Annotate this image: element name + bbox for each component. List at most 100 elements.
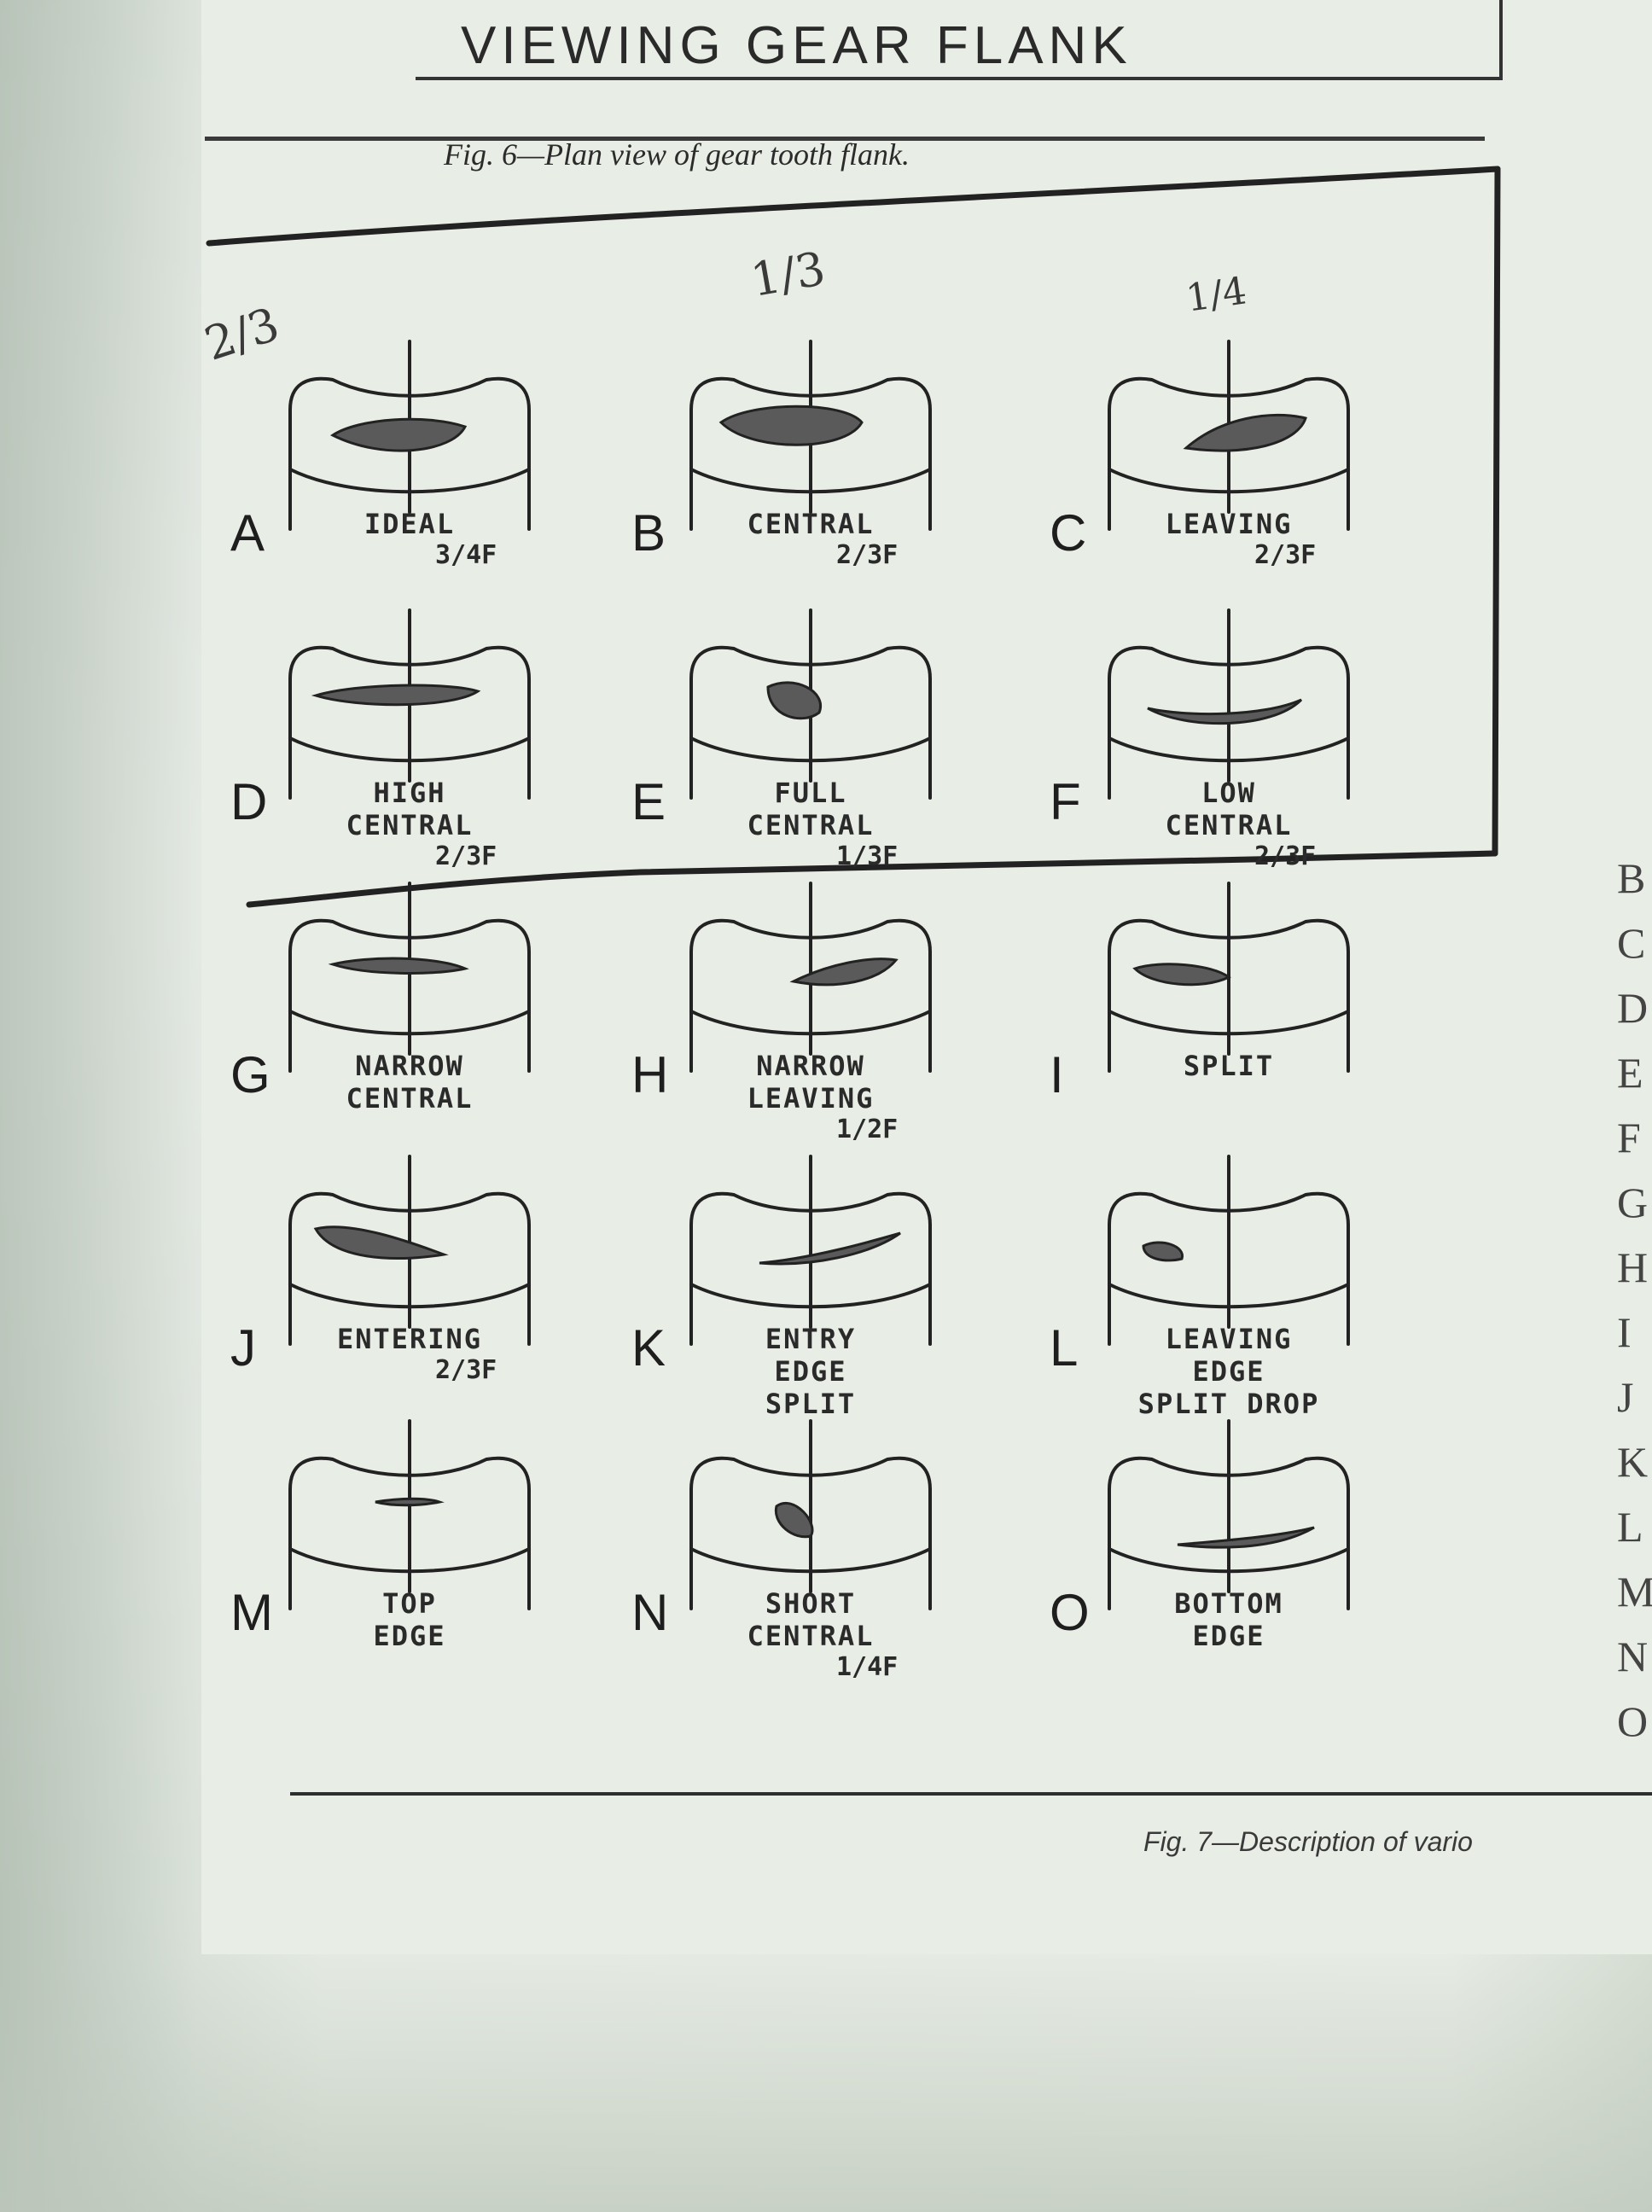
panel-fraction-e: 1/3F <box>836 841 899 871</box>
panel-label-line: LEAVING <box>747 1082 875 1115</box>
panel-label-line: HIGH <box>373 777 446 809</box>
contact-pattern <box>311 684 481 707</box>
tooth-diagram-o <box>1108 1419 1350 1610</box>
header-frame <box>416 0 1503 80</box>
contact-pattern <box>375 1497 445 1507</box>
panel-label-line: LEAVING <box>1165 1323 1293 1355</box>
panel-fraction-n: 1/4F <box>836 1652 899 1682</box>
panel-fraction-d: 2/3F <box>435 841 497 871</box>
panel-fraction-a: 3/4F <box>435 540 497 570</box>
contact-pattern <box>766 681 823 720</box>
panel-letter-k: K <box>631 1319 666 1377</box>
margin-letter: E <box>1617 1049 1643 1097</box>
panel-label-line: EDGE <box>1192 1355 1265 1388</box>
panel-letter-c: C <box>1050 504 1087 562</box>
tooth-diagram-c <box>1108 340 1350 531</box>
contact-pattern <box>1177 1526 1315 1549</box>
panel-label-line: SPLIT <box>765 1388 857 1420</box>
tooth-diagram-n <box>689 1419 932 1610</box>
contact-pattern <box>313 1225 449 1260</box>
panel-label-line: SPLIT <box>1183 1050 1275 1082</box>
panel-label-j: ENTERING <box>299 1323 521 1355</box>
panel-label-line: SHORT <box>765 1587 857 1620</box>
margin-letter: D <box>1617 984 1649 1032</box>
caption-divider <box>205 137 1485 201</box>
contact-pattern <box>759 1231 901 1266</box>
tooth-diagram-g <box>288 882 531 1073</box>
margin-letter: B <box>1617 854 1646 902</box>
contact-pattern <box>328 957 469 975</box>
contact-pattern <box>1147 698 1303 725</box>
panel-label-line: EDGE <box>774 1355 847 1388</box>
figure6-caption: Fig. 6—Plan view of gear tooth flank. <box>444 137 910 172</box>
panel-letter-g: G <box>230 1046 270 1103</box>
tooth-diagram-k <box>689 1155 932 1346</box>
panel-letter-j: J <box>230 1319 256 1377</box>
margin-letter: L <box>1617 1503 1643 1551</box>
margin-letter: N <box>1617 1633 1649 1680</box>
panel-label-line: LEAVING <box>1165 508 1293 540</box>
panel-letter-i: I <box>1050 1046 1064 1103</box>
panel-label-line: CENTRAL <box>747 809 875 841</box>
panel-label-line: CENTRAL <box>747 1620 875 1652</box>
panel-label-line: LOW <box>1201 777 1256 809</box>
panel-letter-m: M <box>230 1584 273 1641</box>
panel-label-line: CENTRAL <box>346 809 474 841</box>
margin-letter: F <box>1617 1114 1641 1161</box>
panel-label-line: IDEAL <box>364 508 456 540</box>
panel-label-c: LEAVING <box>1118 508 1340 540</box>
figure7-divider <box>290 1792 1652 1796</box>
panel-fraction-f: 2/3F <box>1254 841 1317 871</box>
panel-label-a: IDEAL <box>299 508 521 540</box>
panel-label-b: CENTRAL <box>700 508 922 540</box>
margin-letter: O <box>1617 1697 1649 1745</box>
bottom-shadow <box>0 1954 1652 2212</box>
panel-letter-h: H <box>631 1046 669 1103</box>
margin-letter: C <box>1617 919 1646 967</box>
tooth-diagram-a <box>288 340 531 531</box>
panel-letter-n: N <box>631 1584 669 1641</box>
panel-fraction-j: 2/3F <box>435 1355 497 1385</box>
margin-letter: G <box>1617 1179 1649 1226</box>
tooth-diagram-h <box>689 882 932 1073</box>
contact-pattern <box>789 958 899 987</box>
panel-label-i: SPLIT <box>1118 1050 1340 1082</box>
margin-letter: H <box>1617 1243 1649 1291</box>
margin-letter: K <box>1617 1438 1649 1486</box>
panel-letter-f: F <box>1050 773 1081 830</box>
document-page <box>201 0 1652 1954</box>
panel-label-line: CENTRAL <box>346 1082 474 1115</box>
tooth-diagram-e <box>689 608 932 800</box>
contact-pattern <box>1132 963 1231 987</box>
panel-label-line: TOP <box>382 1587 437 1620</box>
margin-letter: I <box>1617 1308 1632 1356</box>
panel-label-line: EDGE <box>373 1620 446 1652</box>
panel-fraction-h: 1/2F <box>836 1115 899 1144</box>
panel-letter-o: O <box>1050 1584 1090 1641</box>
panel-label-line: NARROW <box>355 1050 464 1082</box>
panel-label-line: NARROW <box>756 1050 865 1082</box>
margin-letter: J <box>1617 1373 1634 1421</box>
contact-pattern <box>1142 1241 1184 1262</box>
panel-letter-a: A <box>230 504 265 562</box>
left-shadow <box>0 0 196 2212</box>
figure7-caption: Fig. 7—Description of vario <box>1143 1826 1473 1857</box>
tooth-diagram-f <box>1108 608 1350 800</box>
contact-pattern <box>774 1501 814 1539</box>
contact-pattern <box>330 417 468 452</box>
panel-label-line: CENTRAL <box>747 508 875 540</box>
tooth-diagram-d <box>288 608 531 800</box>
page-title: VIEWING GEAR FLANK <box>461 16 1132 75</box>
